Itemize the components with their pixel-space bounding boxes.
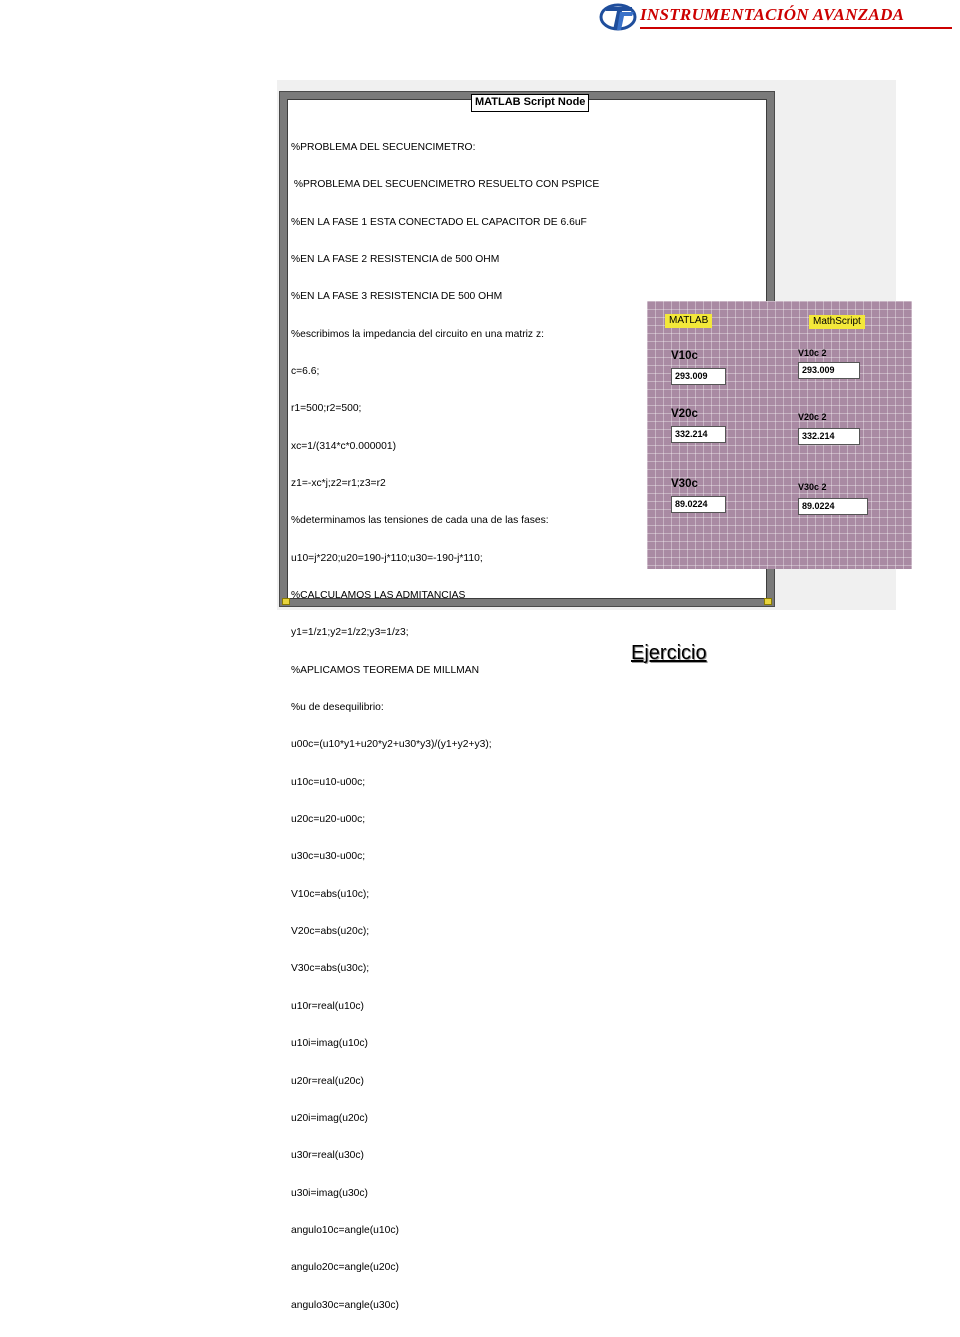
code-line: u30c=u30-u00c; bbox=[291, 851, 366, 863]
indicator-v30c-2[interactable]: 89.0224 bbox=[798, 498, 868, 515]
script-node-title: MATLAB Script Node bbox=[471, 94, 590, 112]
code-line: %PROBLEMA DEL SECUENCIMETRO: bbox=[291, 141, 476, 153]
mathscript-label: MathScript bbox=[809, 315, 865, 329]
matlab-label: MATLAB bbox=[665, 314, 713, 328]
code-line: V30c=abs(u30c); bbox=[291, 963, 370, 975]
indicator-v20c-2[interactable]: 332.214 bbox=[798, 428, 860, 445]
indicator-label-v10c-2: V10c 2 bbox=[798, 348, 827, 358]
indicator-label-v20c-2: V20c 2 bbox=[798, 412, 827, 422]
code-line: %PROBLEMA DEL SECUENCIMETRO RESUELTO CON… bbox=[291, 179, 600, 191]
code-line: angulo20c=angle(u20c) bbox=[291, 1262, 399, 1274]
code-line: V10c=abs(u10c); bbox=[291, 888, 370, 900]
code-line: u20i=imag(u20c) bbox=[291, 1112, 368, 1124]
indicator-v20c[interactable]: 332.214 bbox=[671, 426, 726, 443]
code-line: u00c=(u10*y1+u20*y2+u30*y3)/(y1+y2+y3); bbox=[291, 739, 492, 751]
code-line: %escribimos la impedancia del circuito e… bbox=[291, 328, 544, 340]
code-line: y1=1/z1;y2=1/z2;y3=1/z3; bbox=[291, 627, 409, 639]
code-line: %determinamos las tensiones de cada una … bbox=[291, 515, 549, 527]
code-line: %APLICAMOS TEOREMA DE MILLMAN bbox=[291, 664, 480, 676]
code-line: u10i=imag(u10c) bbox=[291, 1038, 368, 1050]
indicator-v30c[interactable]: 89.0224 bbox=[671, 496, 726, 513]
code-line: u20c=u20-u00c; bbox=[291, 814, 366, 826]
university-logo-icon bbox=[599, 3, 637, 31]
header-logo-bar: INSTRUMENTACIÓN AVANZADA bbox=[598, 0, 960, 34]
code-line: r1=500;r2=500; bbox=[291, 403, 362, 415]
indicator-v10c[interactable]: 293.009 bbox=[671, 368, 726, 385]
code-line: %CALCULAMOS LAS ADMITANCIAS bbox=[291, 590, 466, 602]
code-line: u30r=real(u30c) bbox=[291, 1150, 364, 1162]
script-code[interactable]: %PROBLEMA DEL SECUENCIMETRO: %PROBLEMA D… bbox=[291, 117, 762, 1337]
code-line: angulo10c=angle(u10c) bbox=[291, 1224, 399, 1236]
code-line: u10=j*220;u20=190-j*110;u30=-190-j*110; bbox=[291, 552, 483, 564]
indicator-label-v20c: V20c bbox=[671, 408, 698, 420]
code-line: u10r=real(u10c) bbox=[291, 1000, 364, 1012]
code-line: angulo30c=angle(u30c) bbox=[291, 1299, 399, 1311]
code-line: xc=1/(314*c*0.000001) bbox=[291, 440, 397, 452]
code-line: c=6.6; bbox=[291, 365, 320, 377]
code-line: %EN LA FASE 3 RESISTENCIA DE 500 OHM bbox=[291, 291, 503, 303]
ejercicio-link[interactable]: Ejercicio bbox=[631, 642, 707, 664]
header-title: INSTRUMENTACIÓN AVANZADA bbox=[640, 5, 905, 24]
code-line: u30i=imag(u30c) bbox=[291, 1187, 368, 1199]
front-panel: MATLAB MathScript V10c 293.009 V20c 332.… bbox=[647, 301, 912, 569]
code-line: u10c=u10-u00c; bbox=[291, 776, 366, 788]
code-line: %EN LA FASE 1 ESTA CONECTADO EL CAPACITO… bbox=[291, 216, 587, 228]
code-line: V20c=abs(u20c); bbox=[291, 926, 370, 938]
node-terminal-left[interactable] bbox=[282, 598, 290, 605]
indicator-v10c-2[interactable]: 293.009 bbox=[798, 362, 860, 379]
code-line: z1=-xc*j;z2=r1;z3=r2 bbox=[291, 478, 386, 489]
indicator-label-v10c: V10c bbox=[671, 350, 698, 362]
code-line: u20r=real(u20c) bbox=[291, 1075, 364, 1087]
header-underline bbox=[640, 27, 952, 29]
indicator-label-v30c-2: V30c 2 bbox=[798, 482, 827, 492]
node-terminal-right[interactable] bbox=[764, 598, 772, 605]
code-line: %u de desequilibrio: bbox=[291, 702, 384, 714]
code-line: %EN LA FASE 2 RESISTENCIA de 500 OHM bbox=[291, 253, 500, 265]
indicator-label-v30c: V30c bbox=[671, 478, 698, 490]
